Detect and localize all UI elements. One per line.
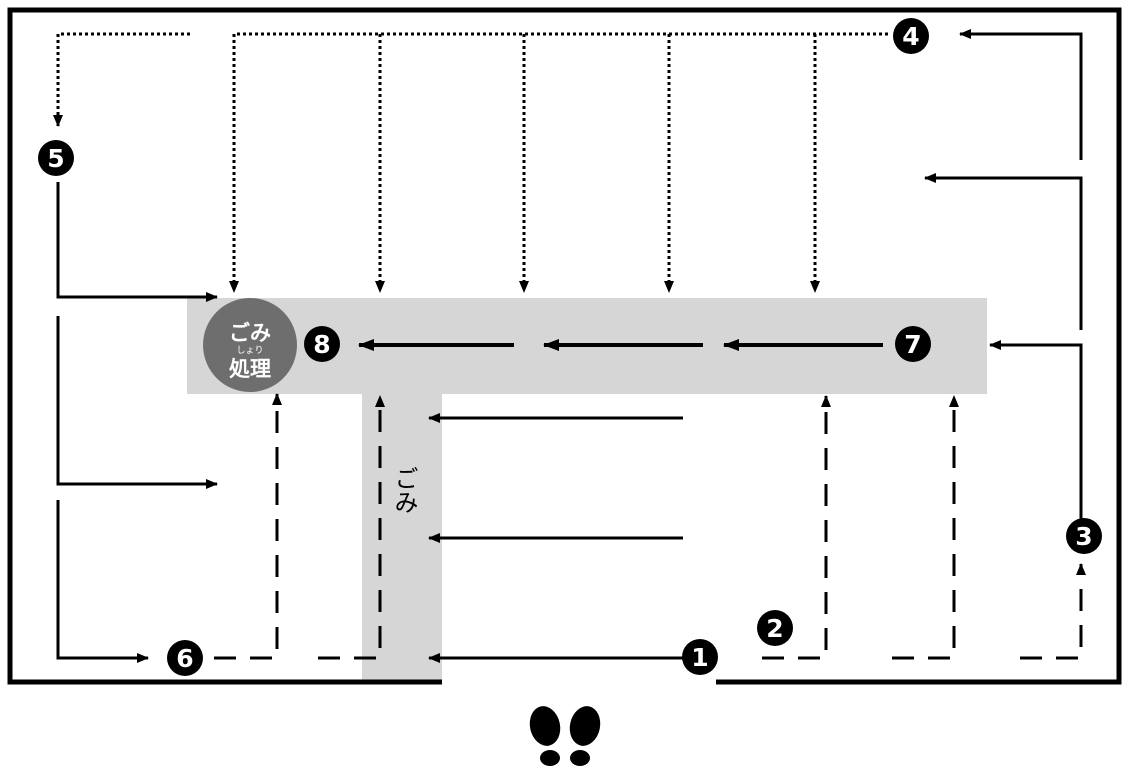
marker-3: 3 — [1066, 518, 1102, 554]
svg-text:4: 4 — [902, 22, 919, 51]
svg-text:1: 1 — [691, 643, 708, 672]
marker-2: 2 — [757, 610, 793, 646]
solid-sweep-lines — [56, 29, 1083, 663]
disposal-label-ruby: しょり — [236, 345, 263, 356]
svg-text:5: 5 — [47, 144, 64, 173]
svg-text:6: 6 — [176, 644, 193, 673]
marker-1: 1 — [682, 639, 718, 675]
disposal-point: ごみ しょり 処理 — [203, 298, 297, 392]
disposal-label-top: ごみ — [229, 321, 271, 345]
svg-text:2: 2 — [766, 614, 783, 643]
room-wall — [7, 7, 1122, 685]
marker-8: 8 — [304, 326, 340, 362]
dashed-sweep-lines — [214, 393, 1086, 660]
svg-text:8: 8 — [313, 330, 330, 359]
footprints-icon — [529, 706, 601, 766]
disposal-label-bottom: 処理 — [229, 357, 271, 381]
dotted-sweep-lines — [53, 32, 888, 293]
marker-6: 6 — [167, 640, 203, 676]
marker-7: 7 — [895, 326, 931, 362]
marker-4: 4 — [893, 18, 929, 54]
marker-5: 5 — [38, 140, 74, 176]
svg-text:3: 3 — [1075, 522, 1092, 551]
trash-area-label: ごみ — [390, 466, 418, 514]
svg-text:7: 7 — [904, 330, 921, 359]
